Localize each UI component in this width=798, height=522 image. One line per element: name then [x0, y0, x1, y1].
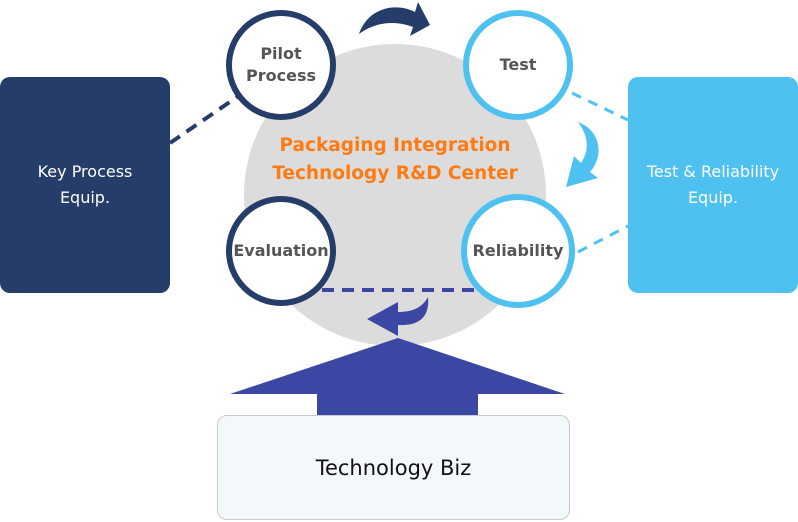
center-title: Packaging Integration Technology R&D Cen…	[272, 135, 518, 184]
technology-biz-box: Technology Biz	[217, 415, 570, 520]
node-test: Test	[463, 10, 573, 120]
node-pilot-process: Pilot Process	[226, 10, 336, 120]
right-top-connector	[571, 91, 629, 122]
big-up-arrow	[230, 338, 565, 416]
curved-arrow-pilot-to-test	[359, 2, 430, 36]
node-evaluation: Evaluation	[226, 196, 336, 306]
left-connector	[168, 93, 242, 145]
node-reliability: Reliability	[461, 194, 575, 308]
curved-arrow-test-to-reliability	[566, 122, 599, 187]
test-reliability-equip-box: Test & Reliability Equip.	[628, 77, 798, 293]
curved-arrow-to-center	[367, 297, 429, 336]
key-process-equip-box: Key Process Equip.	[0, 77, 170, 293]
right-bottom-connector	[577, 224, 629, 254]
